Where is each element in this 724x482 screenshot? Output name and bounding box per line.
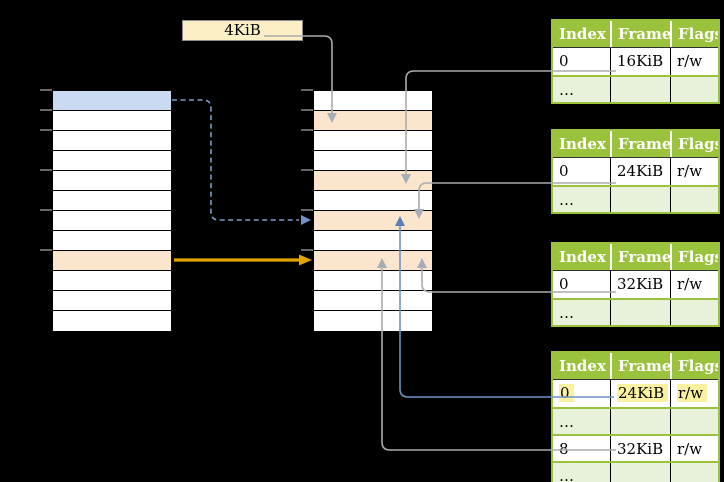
memory-row-white bbox=[53, 311, 171, 331]
memory-row-white bbox=[314, 191, 432, 211]
table-row-ellipsis: … bbox=[553, 461, 718, 482]
memory-row-white bbox=[53, 211, 171, 231]
column-header-index: Index bbox=[559, 248, 606, 266]
memory-row-white bbox=[53, 291, 171, 311]
memory-row-white bbox=[314, 91, 432, 111]
column-header-index: Index bbox=[559, 25, 606, 43]
table-cell-frame bbox=[610, 77, 670, 102]
table-cell-frame: 24KiB bbox=[610, 380, 670, 407]
table-cell-flags bbox=[670, 409, 718, 434]
column-header-index: Index bbox=[559, 357, 606, 375]
table-cell-flags: r/w bbox=[670, 158, 718, 185]
column-header-frame: Frame bbox=[610, 131, 670, 157]
table-cell-frame: 32KiB bbox=[610, 271, 670, 298]
table-cell-frame: 24KiB bbox=[610, 158, 670, 185]
memory-row-white bbox=[314, 131, 432, 151]
column-header-frame: Frame bbox=[610, 244, 670, 270]
page-table-2: Index Frame Flags 0 24KiB r/w … bbox=[551, 129, 720, 214]
table-header-row: Index Frame Flags bbox=[553, 21, 718, 48]
memory-row-white bbox=[314, 271, 432, 291]
table-header-row: Index Frame Flags bbox=[553, 353, 718, 380]
memory-row-white bbox=[53, 111, 171, 131]
virtual-memory-ticks bbox=[40, 89, 52, 251]
table-row-ellipsis: … bbox=[553, 185, 718, 212]
frame-size-label: 4KiB bbox=[182, 20, 303, 41]
table-row: 0 16KiB r/w bbox=[553, 48, 718, 75]
table-cell-index: … bbox=[559, 413, 574, 431]
table-header-row: Index Frame Flags bbox=[553, 131, 718, 158]
column-header-index: Index bbox=[559, 135, 606, 153]
memory-row-white bbox=[314, 311, 432, 331]
table-cell-flags bbox=[670, 463, 718, 482]
arrow-virtual-page-to-frame-orange bbox=[174, 254, 312, 266]
memory-row-white bbox=[53, 151, 171, 171]
column-header-flags: Flags bbox=[670, 244, 718, 270]
table-cell-index: … bbox=[559, 467, 574, 482]
table-header-row: Index Frame Flags bbox=[553, 244, 718, 271]
column-header-flags: Flags bbox=[670, 131, 718, 157]
table-cell-index: 8 bbox=[559, 440, 569, 458]
column-header-flags: Flags bbox=[670, 21, 718, 47]
table-cell-index: … bbox=[559, 304, 574, 322]
physical-memory-column bbox=[313, 90, 433, 332]
memory-row-orange bbox=[53, 251, 171, 271]
table-cell-flags bbox=[670, 77, 718, 102]
highlighted-value: 24KiB bbox=[617, 384, 669, 402]
table-row-ellipsis: … bbox=[553, 75, 718, 102]
column-header-frame: Frame bbox=[610, 353, 670, 379]
table-cell-flags bbox=[670, 300, 718, 325]
arrow-virtual-page-to-frame-dashed bbox=[172, 99, 311, 225]
memory-row-orange bbox=[314, 111, 432, 131]
table-row: 8 32KiB r/w bbox=[553, 434, 718, 461]
memory-row-orange bbox=[314, 211, 432, 231]
table-cell-index: 0 bbox=[559, 162, 569, 180]
memory-row-orange bbox=[314, 171, 432, 191]
table-row-ellipsis: … bbox=[553, 407, 718, 434]
memory-row-white bbox=[53, 191, 171, 211]
highlighted-value: 0 bbox=[559, 384, 574, 402]
table-cell-index: … bbox=[559, 81, 574, 99]
physical-memory-ticks bbox=[301, 89, 313, 251]
page-table-3: Index Frame Flags 0 32KiB r/w … bbox=[551, 242, 720, 327]
virtual-memory-column bbox=[52, 90, 172, 332]
memory-row-white bbox=[53, 171, 171, 191]
page-table-4: Index Frame Flags 0 24KiB r/w … 8 32KiB … bbox=[551, 351, 720, 482]
table-cell-frame bbox=[610, 187, 670, 212]
highlighted-value: r/w bbox=[677, 384, 708, 402]
table-row-ellipsis: … bbox=[553, 298, 718, 325]
table-cell-flags: r/w bbox=[670, 436, 718, 461]
table-cell-frame: 32KiB bbox=[610, 436, 670, 461]
table-cell-index: … bbox=[559, 191, 574, 209]
memory-row-white bbox=[314, 291, 432, 311]
memory-row-white bbox=[53, 271, 171, 291]
table-cell-index: 0 bbox=[559, 275, 569, 293]
column-header-flags: Flags bbox=[670, 353, 718, 379]
table-cell-flags bbox=[670, 187, 718, 212]
memory-row-white bbox=[314, 151, 432, 171]
page-table-1: Index Frame Flags 0 16KiB r/w … bbox=[551, 19, 720, 104]
memory-row-blue bbox=[53, 91, 171, 111]
table-cell-index: 0 bbox=[553, 380, 610, 407]
table-cell-flags: r/w bbox=[670, 380, 718, 407]
table-row: 0 24KiB r/w bbox=[553, 158, 718, 185]
table-row: 0 32KiB r/w bbox=[553, 271, 718, 298]
table-cell-flags: r/w bbox=[670, 271, 718, 298]
table-cell-index: 0 bbox=[559, 52, 569, 70]
table-cell-frame: 16KiB bbox=[610, 48, 670, 75]
memory-row-white bbox=[53, 131, 171, 151]
table-row-highlighted: 0 24KiB r/w bbox=[553, 380, 718, 407]
column-header-frame: Frame bbox=[610, 21, 670, 47]
memory-row-white bbox=[314, 231, 432, 251]
table-cell-frame bbox=[610, 463, 670, 482]
memory-row-orange bbox=[314, 251, 432, 271]
table-cell-frame bbox=[610, 300, 670, 325]
table-cell-frame bbox=[610, 409, 670, 434]
memory-row-white bbox=[53, 231, 171, 251]
table-cell-flags: r/w bbox=[670, 48, 718, 75]
